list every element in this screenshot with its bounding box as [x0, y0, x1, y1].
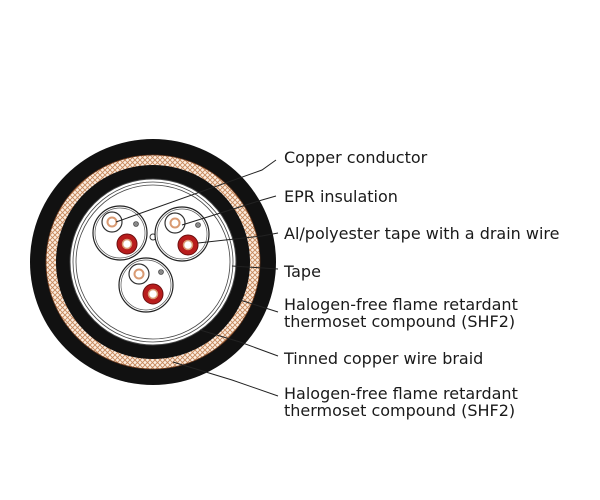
label-al-polyester-tape: Al/polyester tape with a drain wire	[284, 224, 560, 243]
leader-epr-insulation	[181, 195, 277, 226]
label-outer-sheath-line1: Halogen-free flame retardant	[284, 384, 518, 403]
label-tape: Tape	[284, 262, 321, 281]
label-epr-insulation: EPR insulation	[284, 187, 398, 206]
tape-inner-ring-2	[75, 184, 231, 340]
leader-copper-conductor	[115, 159, 277, 223]
tape-inner-ring	[72, 181, 234, 343]
label-inner-sheath-line1: Halogen-free flame retardant	[284, 295, 518, 314]
label-inner-sheath-line2: thermoset compound (SHF2)	[284, 312, 516, 331]
leader-tape	[231, 265, 279, 270]
braid-outline	[45, 154, 261, 370]
shielded-pair-1	[92, 205, 148, 261]
leader-outer-sheath	[172, 361, 279, 397]
label-copper-conductor: Copper conductor	[284, 148, 428, 167]
leader-tinned-braid	[199, 329, 279, 357]
shielded-pair-3	[118, 257, 174, 313]
shielded-pair-2	[154, 206, 210, 262]
label-tinned-braid: Tinned copper wire braid	[284, 349, 484, 368]
leader-al-polyester-tape	[197, 232, 279, 244]
leader-inner-sheath	[239, 299, 279, 313]
label-outer-sheath-line2: thermoset compound (SHF2)	[284, 401, 516, 420]
